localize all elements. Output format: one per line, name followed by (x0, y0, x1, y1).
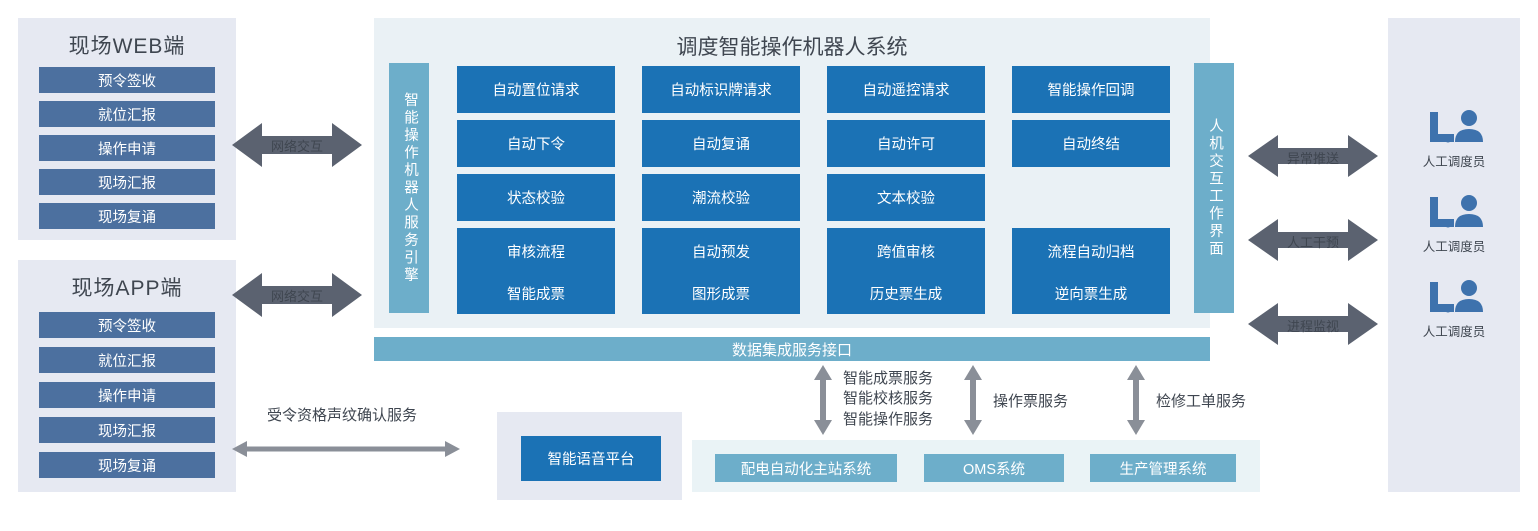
service-label-0: 智能成票服务 智能校核服务 智能操作服务 (843, 370, 934, 428)
app-item-0[interactable]: 预令签收 (39, 312, 215, 338)
service-label-1: 操作票服务 (993, 393, 1069, 410)
fn-cell-r3c3[interactable]: 流程自动归档 (1012, 228, 1170, 275)
external-system-2[interactable]: 生产管理系统 (1090, 454, 1236, 482)
web-item-2[interactable]: 操作申请 (39, 135, 215, 161)
web-item-3[interactable]: 现场汇报 (39, 169, 215, 195)
web-item-4[interactable]: 现场复诵 (39, 203, 215, 229)
data-integration-bar: 数据集成服务接口 (374, 337, 1210, 361)
dispatcher-icon (1430, 280, 1483, 313)
app-item-2[interactable]: 操作申请 (39, 382, 215, 408)
fn-cell-r0c0[interactable]: 自动置位请求 (457, 66, 615, 113)
dispatcher-0: 人工调度员 (1408, 108, 1500, 170)
web-item-0[interactable]: 预令签收 (39, 67, 215, 93)
fn-cell-r1c2[interactable]: 自动许可 (827, 120, 985, 167)
network-arrow-bottom-label: 网络交互 (270, 289, 323, 304)
app-item-4[interactable]: 现场复诵 (39, 452, 215, 478)
external-system-1[interactable]: OMS系统 (924, 454, 1064, 482)
fn-cell-r4c3[interactable]: 逆向票生成 (1012, 272, 1170, 314)
robot-system-title: 调度智能操作机器人系统 (676, 36, 908, 59)
fn-cell-r0c3[interactable]: 智能操作回调 (1012, 66, 1170, 113)
fn-cell-r0c2[interactable]: 自动遥控请求 (827, 66, 985, 113)
dispatcher-1: 人工调度员 (1408, 193, 1500, 255)
fn-cell-r2c0[interactable]: 状态校验 (457, 174, 615, 221)
network-arrow-bottom (232, 265, 362, 325)
field-app-panel-title: 现场APP端 (71, 277, 183, 300)
fn-cell-r3c1[interactable]: 自动预发 (642, 228, 800, 275)
voice-arrow (232, 440, 460, 458)
voice-arrow-label: 受令资格声纹确认服务 (267, 407, 418, 424)
dispatcher-2-label: 人工调度员 (1422, 325, 1486, 339)
dispatcher-0-label: 人工调度员 (1422, 155, 1486, 169)
fn-cell-r4c1[interactable]: 图形成票 (642, 272, 800, 314)
dispatcher-icon (1430, 110, 1483, 143)
robot-service-engine-bar: 智能操作机器人服务引擎 (389, 63, 429, 313)
exception-push-arrow (1248, 128, 1378, 184)
service-label-2: 检修工单服务 (1156, 393, 1247, 410)
app-item-1[interactable]: 就位汇报 (39, 347, 215, 373)
fn-cell-r2c2[interactable]: 文本校验 (827, 174, 985, 221)
fn-cell-r2c1[interactable]: 潮流校验 (642, 174, 800, 221)
fn-cell-r3c0[interactable]: 审核流程 (457, 228, 615, 275)
process-monitor-label: 进程监视 (1286, 319, 1339, 334)
voice-platform-box[interactable]: 智能语音平台 (521, 436, 661, 481)
fn-cell-r4c0[interactable]: 智能成票 (457, 272, 615, 314)
dispatcher-1-label: 人工调度员 (1422, 240, 1486, 254)
network-arrow-top (232, 115, 362, 175)
dispatcher-icon (1430, 195, 1483, 228)
manual-intervention-arrow (1248, 212, 1378, 268)
manual-intervention-label: 人工干预 (1286, 235, 1339, 250)
service-arrow-2 (1125, 365, 1147, 435)
fn-cell-r1c1[interactable]: 自动复诵 (642, 120, 800, 167)
fn-cell-r3c2[interactable]: 跨值审核 (827, 228, 985, 275)
fn-cell-r4c2[interactable]: 历史票生成 (827, 272, 985, 314)
field-web-panel: 现场WEB端 预令签收 就位汇报 操作申请 现场汇报 现场复诵 (18, 18, 236, 240)
fn-cell-r0c1[interactable]: 自动标识牌请求 (642, 66, 800, 113)
service-arrow-1 (962, 365, 984, 435)
fn-cell-r1c3[interactable]: 自动终结 (1012, 120, 1170, 167)
service-arrow-0 (812, 365, 834, 435)
app-item-3[interactable]: 现场汇报 (39, 417, 215, 443)
field-web-panel-title: 现场WEB端 (68, 35, 186, 58)
dispatcher-2: 人工调度员 (1408, 278, 1500, 340)
human-machine-interface-bar: 人机交互工作界面 (1194, 63, 1234, 313)
process-monitor-arrow (1248, 296, 1378, 352)
network-arrow-top-label: 网络交互 (270, 139, 323, 154)
exception-push-label: 异常推送 (1286, 151, 1339, 166)
external-system-0[interactable]: 配电自动化主站系统 (715, 454, 897, 482)
field-app-panel: 现场APP端 预令签收 就位汇报 操作申请 现场汇报 现场复诵 (18, 260, 236, 492)
fn-cell-r1c0[interactable]: 自动下令 (457, 120, 615, 167)
web-item-1[interactable]: 就位汇报 (39, 101, 215, 127)
dispatcher-panel (1388, 18, 1520, 492)
